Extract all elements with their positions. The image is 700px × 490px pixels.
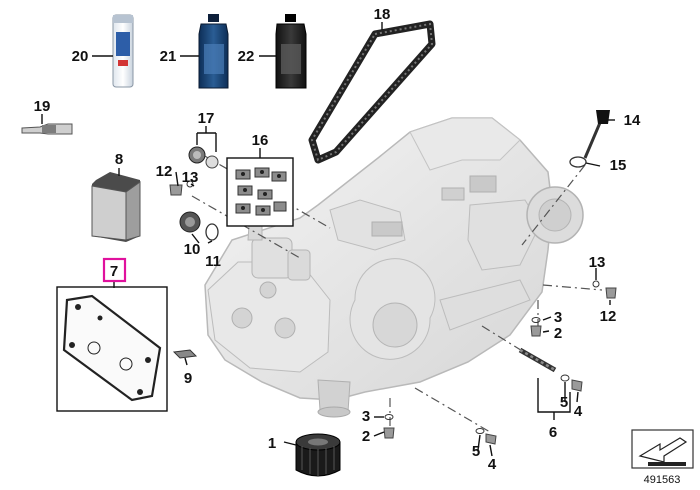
part-oil-line — [518, 347, 583, 392]
callout-10: 10 — [184, 241, 201, 258]
reference-number: 491563 — [644, 474, 681, 486]
callout-labels: 1 2 2 2 3 3 4 4 5 5 6 7 8 9 10 11 12 12 … — [34, 6, 641, 473]
callout-5-right: 5 — [560, 394, 568, 411]
reference-block: 491563 — [631, 429, 694, 486]
callout-22: 22 — [238, 48, 255, 65]
callout-4-bottom: 4 — [488, 456, 497, 473]
callout-5-bottom: 5 — [472, 443, 480, 460]
part-drain-plug-lower-left — [383, 414, 395, 439]
callout-17: 17 — [198, 110, 215, 127]
callout-16: 16 — [252, 132, 269, 149]
callout-1: 1 — [268, 435, 276, 452]
part-drain-plug-bottom — [475, 428, 497, 445]
part-oil-bottle-21 — [198, 14, 229, 89]
highlight-box-callout-7 — [102, 257, 127, 283]
callout-8: 8 — [115, 151, 123, 168]
callout-2-left: 2 — [362, 428, 370, 445]
callout-13-right: 13 — [589, 254, 606, 271]
part-oil-filter — [295, 433, 341, 477]
callout-19: 19 — [34, 98, 51, 115]
callout-15: 15 — [610, 157, 627, 174]
part-solenoid-valves — [226, 157, 294, 227]
view-arrow-icon — [638, 437, 688, 463]
callout-13-left: 13 — [182, 169, 199, 186]
callout-12-right: 12 — [600, 308, 617, 325]
part-filter-element — [91, 172, 141, 242]
callout-3-right: 3 — [554, 309, 562, 326]
part-drive-belt — [308, 20, 436, 164]
part-sensor-9 — [172, 349, 198, 359]
assembly-axis-lines — [191, 154, 603, 433]
callout-21: 21 — [160, 48, 177, 65]
part-plug-10 — [179, 211, 219, 241]
callout-11: 11 — [205, 253, 221, 270]
callout-4-right: 4 — [574, 403, 583, 420]
part-sealing-plugs — [188, 146, 219, 169]
callout-2-right: 2 — [554, 325, 562, 342]
callout-7: 7 — [110, 263, 118, 280]
callout-18: 18 — [374, 6, 391, 23]
callout-14: 14 — [624, 112, 641, 129]
callout-6: 6 — [549, 424, 557, 441]
part-grease-tube-20 — [112, 14, 134, 88]
callout-3-left: 3 — [362, 408, 370, 425]
leader-lines — [41, 22, 615, 457]
part-plug-upper-right — [592, 280, 617, 299]
part-plug-right — [530, 317, 542, 337]
callout-20: 20 — [72, 48, 89, 65]
part-dipstick — [569, 110, 610, 168]
part-tube-19 — [21, 123, 73, 135]
callout-9: 9 — [184, 370, 192, 387]
part-oil-bottle-22 — [275, 14, 307, 89]
transmission-housing — [204, 117, 584, 418]
callout-12-left: 12 — [156, 163, 173, 180]
part-gasket-frame — [56, 286, 168, 412]
